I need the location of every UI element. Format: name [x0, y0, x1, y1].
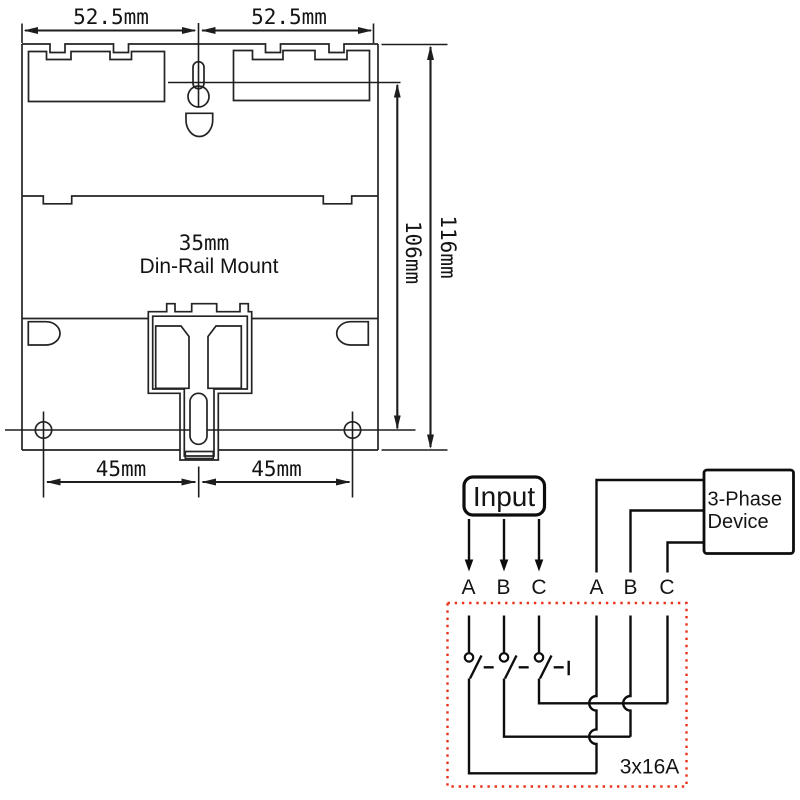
- rail-mount-label: Din-Rail Mount: [140, 255, 279, 278]
- arrowhead: [182, 27, 197, 34]
- device-feed-wires: [595, 478, 704, 573]
- clip-inner-outline: [151, 315, 249, 457]
- output-phase-c-label: C: [659, 576, 674, 599]
- riser-b-with-hop: [622, 615, 632, 737]
- arrowhead: [336, 478, 351, 486]
- wiring-diagram: Input A B C A B C 3-Phase Device: [446, 468, 795, 788]
- top-slot-right: [232, 49, 371, 102]
- switch-a-blade: [468, 654, 483, 680]
- dimension-annotations: 52.5mm 52.5mm 116mm 106mm 45mm 45mm: [21, 5, 460, 498]
- device-label-line1: 3-Phase: [708, 489, 783, 511]
- arrowhead: [393, 83, 401, 98]
- input-phase-a-label: A: [461, 576, 475, 599]
- device-wire-a: [595, 478, 704, 573]
- switch-b-contact: [498, 652, 510, 663]
- side-cutouts: [27, 320, 370, 346]
- arrowhead: [427, 45, 434, 60]
- arrowhead: [393, 415, 401, 430]
- device-body-outline: [21, 43, 379, 451]
- dim-width-left-label: 52.5mm: [73, 5, 149, 29]
- din-rail-clip: [147, 302, 253, 461]
- switch-c-blade: [538, 654, 553, 680]
- top-slot-left: [27, 50, 166, 103]
- arrowhead: [201, 27, 216, 34]
- body-upper-section-line: [22, 195, 378, 205]
- arrowhead: [427, 434, 434, 449]
- mounting-holes: [5, 411, 416, 498]
- arrowhead: [358, 27, 373, 34]
- input-phase-c-label: C: [531, 576, 546, 599]
- device-label-line2: Device: [708, 511, 769, 533]
- arrowhead: [201, 478, 216, 486]
- down-arrowhead: [534, 559, 544, 572]
- arrowhead: [23, 27, 38, 34]
- switch-c-contact: [533, 652, 545, 663]
- device-wire-c: [666, 541, 704, 573]
- dim-width-right-label: 52.5mm: [251, 5, 327, 29]
- breaker-dotted-box: [446, 601, 688, 788]
- clip-spring-slot: [189, 392, 208, 446]
- switch-linkage-dashes: [483, 660, 570, 676]
- input-label: Input: [473, 481, 535, 512]
- clip-tab-end: [184, 450, 215, 460]
- dim-hole-right-label: 45mm: [251, 457, 302, 481]
- input-box: [462, 475, 547, 517]
- riser-a-with-hops: [588, 615, 598, 774]
- three-phase-device-box: [702, 468, 795, 555]
- rail-size-label: 35mm: [179, 231, 230, 255]
- body-top-edge: [22, 43, 378, 54]
- input-arrows: [464, 519, 544, 572]
- output-phase-b-label: B: [623, 576, 637, 599]
- switch-c-out-wire: [537, 678, 668, 705]
- clip-window-right: [207, 325, 243, 390]
- switch-a-out-wire: [467, 678, 597, 775]
- dim-hole-left-label: 45mm: [96, 457, 147, 481]
- arrowhead: [46, 478, 61, 486]
- clip-window-left: [154, 325, 190, 390]
- switch-b-out-wire: [502, 678, 631, 738]
- arrowhead: [181, 478, 196, 486]
- breaker-routing-wires: [467, 615, 669, 775]
- switch-a-contact: [463, 652, 475, 663]
- keyhole-arch-cutout: [185, 112, 214, 138]
- side-cutout-right: [335, 320, 370, 346]
- input-phase-b-label: B: [496, 576, 510, 599]
- breaker-rating-label: 3x16A: [620, 756, 680, 779]
- mechanical-drawing: 35mm Din-Rail Mount 52.5mm 52.5mm 116mm: [5, 5, 460, 498]
- dim-height-holes-label: 106mm: [401, 221, 425, 284]
- device-wire-b: [629, 509, 704, 573]
- output-phase-a-label: A: [589, 576, 603, 599]
- switch-b-blade: [503, 654, 518, 680]
- breaker-switches: [463, 615, 570, 680]
- top-slots: [27, 49, 371, 103]
- down-arrowhead: [499, 559, 509, 572]
- keyhole-mount: [168, 23, 401, 138]
- side-cutout-left: [27, 320, 61, 346]
- clip-outer-outline: [147, 302, 253, 461]
- dim-height-total-label: 116mm: [436, 215, 460, 278]
- down-arrowhead: [464, 559, 474, 572]
